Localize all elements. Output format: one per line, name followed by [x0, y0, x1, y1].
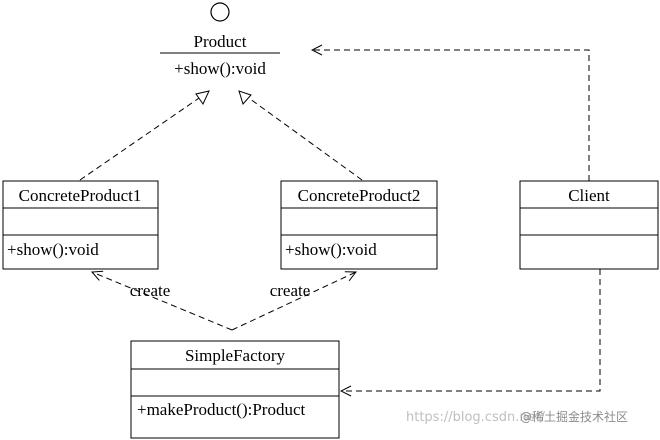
realization-arrow-concrete1	[79, 90, 210, 181]
realization-arrowhead-icon	[195, 90, 210, 105]
watermark: https://blog.csdn.net/ @稀土掘金技术社区	[406, 409, 628, 425]
create-arrow-to-concrete1: create	[92, 272, 233, 331]
dependency-client-to-factory	[341, 269, 601, 391]
watermark-url: https://blog.csdn.net/	[406, 410, 546, 425]
class-method: +show():void	[7, 240, 99, 259]
class-concrete-product-1: ConcreteProduct1 +show():void	[2, 180, 159, 270]
watermark-brand: @稀土掘金技术社区	[520, 409, 628, 424]
create-label: create	[270, 281, 311, 300]
interface-lollipop-icon	[210, 2, 230, 22]
class-method: +show():void	[285, 240, 377, 259]
product-interface: Product +show():void	[160, 2, 280, 78]
class-method: +makeProduct():Product	[137, 400, 305, 419]
create-arrow-to-concrete2: create	[231, 272, 356, 331]
product-interface-name: Product	[194, 32, 247, 51]
class-name: ConcreteProduct1	[19, 186, 142, 205]
class-name: ConcreteProduct2	[298, 186, 421, 205]
product-interface-method: +show():void	[174, 59, 266, 78]
class-client: Client	[519, 180, 659, 270]
realization-arrow-concrete2	[238, 90, 363, 181]
realization-arrowhead-icon	[238, 90, 252, 105]
dependency-client-to-product	[312, 50, 590, 181]
class-concrete-product-2: ConcreteProduct2 +show():void	[280, 180, 438, 270]
create-label: create	[130, 281, 171, 300]
class-name: SimpleFactory	[185, 346, 286, 365]
class-name: Client	[568, 186, 610, 205]
class-simple-factory: SimpleFactory +makeProduct():Product	[130, 340, 340, 439]
